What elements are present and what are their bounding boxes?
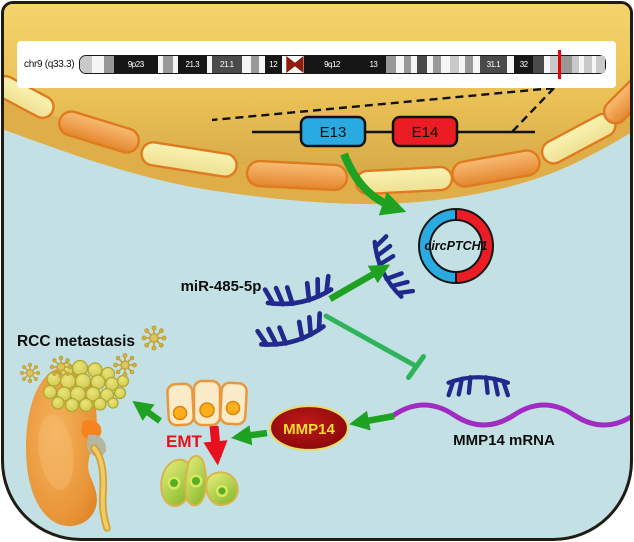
metastasis-icon — [141, 325, 167, 351]
gene-locus: E13 E14 — [252, 115, 535, 148]
chromosome-band — [533, 56, 545, 73]
nuclear-membrane — [4, 72, 630, 196]
chromosome-band — [578, 56, 585, 73]
chromosome-band: 13 — [360, 56, 387, 73]
mesenchymal-cells — [160, 454, 239, 507]
locus-marker — [557, 50, 561, 79]
chromosome-band — [417, 56, 427, 73]
metastasis-icon — [19, 362, 41, 384]
membrane-capsule — [602, 72, 630, 125]
membrane-capsule — [58, 110, 140, 154]
chromosome-band — [281, 56, 287, 73]
metastasis-icon — [49, 355, 73, 379]
chromosome-band — [549, 56, 561, 73]
circptch1-label: circPTCH1 — [424, 239, 487, 253]
mirna-binding-arrow — [328, 264, 391, 302]
chromosome-band — [596, 56, 605, 73]
chromosome-band — [173, 56, 178, 73]
metastasis-arrow — [132, 400, 162, 424]
epithelial-cells — [166, 379, 248, 427]
biogenesis-arrow — [340, 152, 407, 216]
membrane-capsule — [245, 159, 349, 192]
mirna-comb-free-2 — [258, 313, 325, 350]
chromosome-band — [250, 56, 260, 73]
exon-e14-box — [391, 115, 459, 148]
chromosome-band — [571, 56, 579, 73]
chromosome-band — [286, 56, 304, 73]
kidney — [26, 359, 130, 532]
chromosome-band — [560, 56, 572, 73]
chromosome-band — [506, 56, 515, 73]
chromosome-name: chr9 (q33.3) — [24, 59, 75, 70]
emt-label: EMT — [166, 432, 203, 451]
chromosome-band — [386, 56, 397, 73]
circptch1-ring — [418, 208, 494, 284]
emt-arrow — [203, 425, 228, 466]
chromosome-band — [403, 56, 411, 73]
mirna-comb-on-circrna — [370, 236, 413, 299]
chromosome-band — [410, 56, 418, 73]
chromosome-band — [584, 56, 592, 73]
renal-pelvis — [81, 420, 102, 440]
chromosome-band — [426, 56, 433, 73]
locus-zoom-lines — [211, 86, 555, 134]
mirna-inhibition-line — [323, 313, 426, 380]
chromosome-band — [396, 56, 404, 73]
chromosome-band: 32 — [514, 56, 534, 73]
cell-nucleus — [199, 402, 215, 418]
chromosome-band — [104, 56, 114, 73]
chromosome-band — [458, 56, 465, 73]
chromosome-band — [259, 56, 265, 73]
mirna-comb-free-1 — [265, 276, 332, 309]
protein-effect-arrow — [231, 425, 268, 446]
mmp14-protein-label: MMP14 — [283, 421, 335, 438]
membrane-capsule — [451, 149, 541, 188]
metastasis-icon — [113, 352, 137, 378]
chromosome-band: 21.3 — [177, 56, 208, 73]
chromosome-band — [544, 56, 550, 73]
translation-arrow — [349, 410, 395, 431]
chromosome-band — [162, 56, 174, 73]
chromosome-band — [464, 56, 474, 73]
chromosome-band: 9p23 — [113, 56, 158, 73]
mmp14-protein-ellipse — [268, 404, 350, 452]
chromosome-band — [591, 56, 597, 73]
mmp14-mrna-label: MMP14 mRNA — [453, 432, 555, 449]
chromosome-band — [80, 56, 92, 73]
chromosome-band — [432, 56, 441, 73]
chromosome-band — [242, 56, 251, 73]
chromosome-band: 21.1 — [211, 56, 243, 73]
cell-nucleus — [172, 405, 188, 421]
chromosome-band — [440, 56, 451, 73]
chromosome-band — [91, 56, 105, 73]
exon-e13-label: E13 — [320, 124, 347, 141]
tumor-mass — [42, 359, 130, 413]
chromosome-band — [473, 56, 481, 73]
chromosome-band — [158, 56, 163, 73]
mmp14-mrna-wave — [391, 402, 630, 428]
membrane-capsule — [140, 141, 238, 178]
chromosome-band — [207, 56, 212, 73]
chromosome-band: 9q12 — [303, 56, 361, 73]
chromosome-band — [450, 56, 459, 73]
chromosome-band: 31.1 — [480, 56, 507, 73]
chromosome-band: 12 — [264, 56, 282, 73]
cell-nucleus — [225, 400, 241, 416]
cell-nucleus — [167, 474, 228, 497]
rcc-metastasis-label: RCC metastasis — [17, 333, 135, 350]
exon-e14-label: E14 — [412, 124, 439, 141]
exon-e13-box — [299, 115, 367, 148]
mirna-comb-on-mrna — [449, 377, 508, 395]
mirna-label: miR-485-5p — [181, 278, 262, 295]
